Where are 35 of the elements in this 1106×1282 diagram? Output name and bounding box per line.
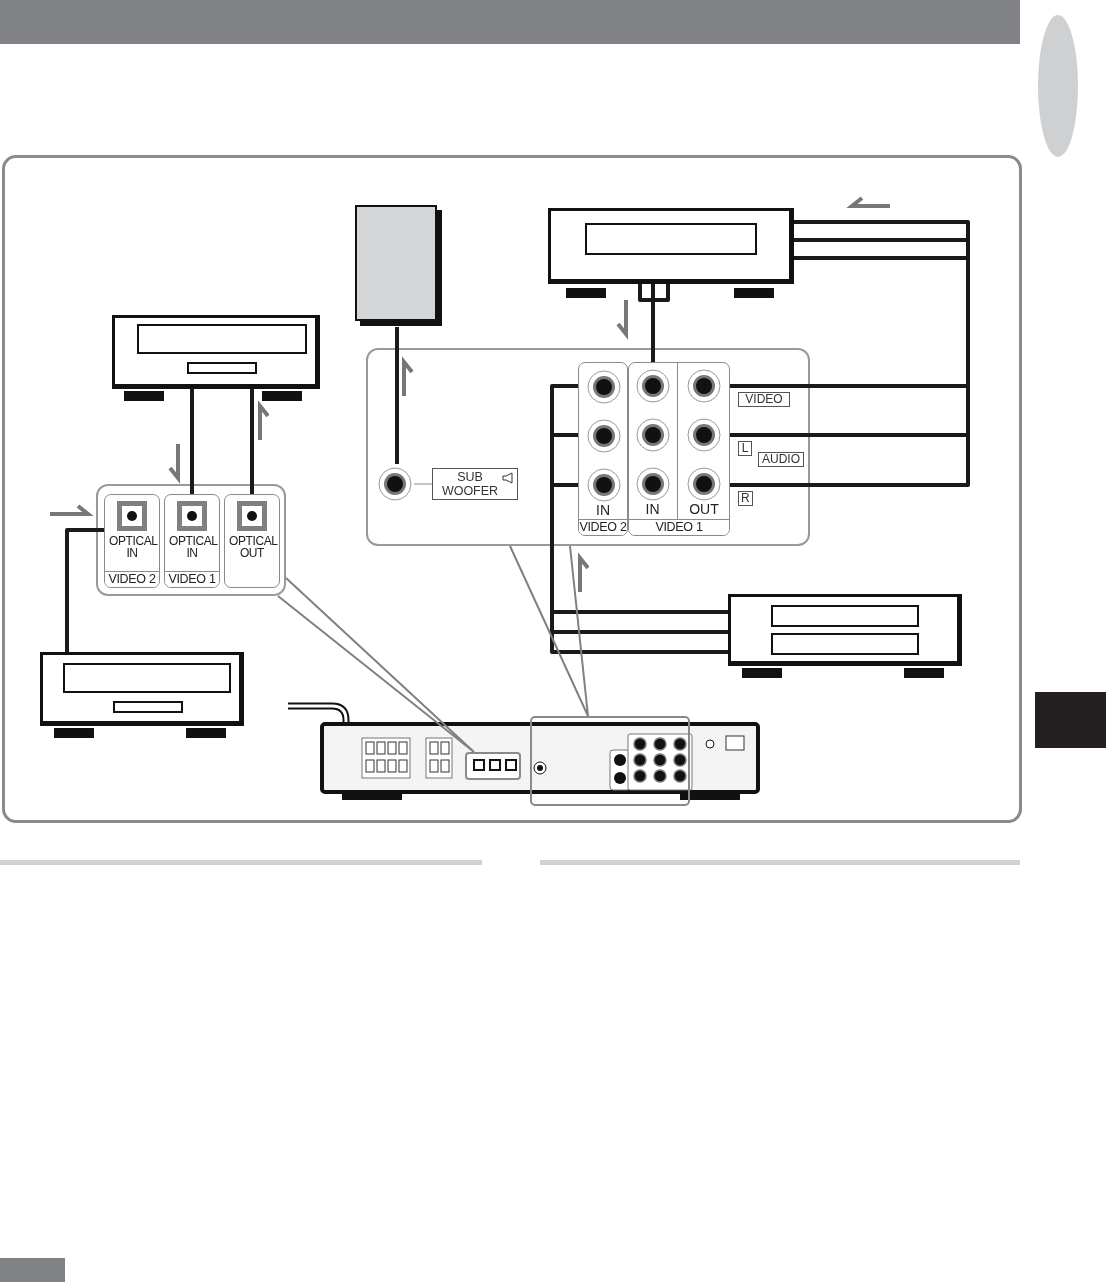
port-label: VIDEO 2 <box>105 571 159 587</box>
jack-panel <box>366 348 810 546</box>
jack-label: AUDIO <box>758 452 804 467</box>
cable <box>550 384 730 654</box>
optical-jack-cell <box>164 494 220 588</box>
cable <box>395 327 399 464</box>
leader-line <box>509 545 589 717</box>
jack-label: IN <box>644 502 661 517</box>
highlight-frame <box>530 716 690 806</box>
port-label: SUB WOOFER <box>432 468 518 500</box>
optical-jack-cell <box>224 494 280 588</box>
video-deck <box>112 315 320 401</box>
cassette-deck <box>728 594 962 678</box>
cable <box>638 282 670 364</box>
jack-label: L <box>738 441 752 456</box>
cable <box>250 389 254 494</box>
port-label: VIDEO 1 <box>165 571 219 587</box>
cable <box>728 220 970 487</box>
leader-line <box>277 577 475 753</box>
jack-group <box>628 362 730 536</box>
jack-column <box>578 362 628 536</box>
cable <box>65 528 104 652</box>
jack-label: R <box>738 491 753 506</box>
optical-panel <box>96 484 286 596</box>
jack-label: VIDEO 2 <box>579 519 627 535</box>
optical-jack-cell <box>104 494 160 588</box>
optical-terminal-block <box>465 752 521 780</box>
video-deck <box>548 208 794 298</box>
jack-label: OUT <box>688 502 720 517</box>
jack-label: VIDEO <box>738 392 790 407</box>
jack-label: VIDEO 1 <box>629 519 729 535</box>
cable <box>190 389 194 494</box>
subwoofer-jack <box>376 464 520 504</box>
jack-label: IN <box>595 503 611 518</box>
video-deck <box>40 652 244 738</box>
